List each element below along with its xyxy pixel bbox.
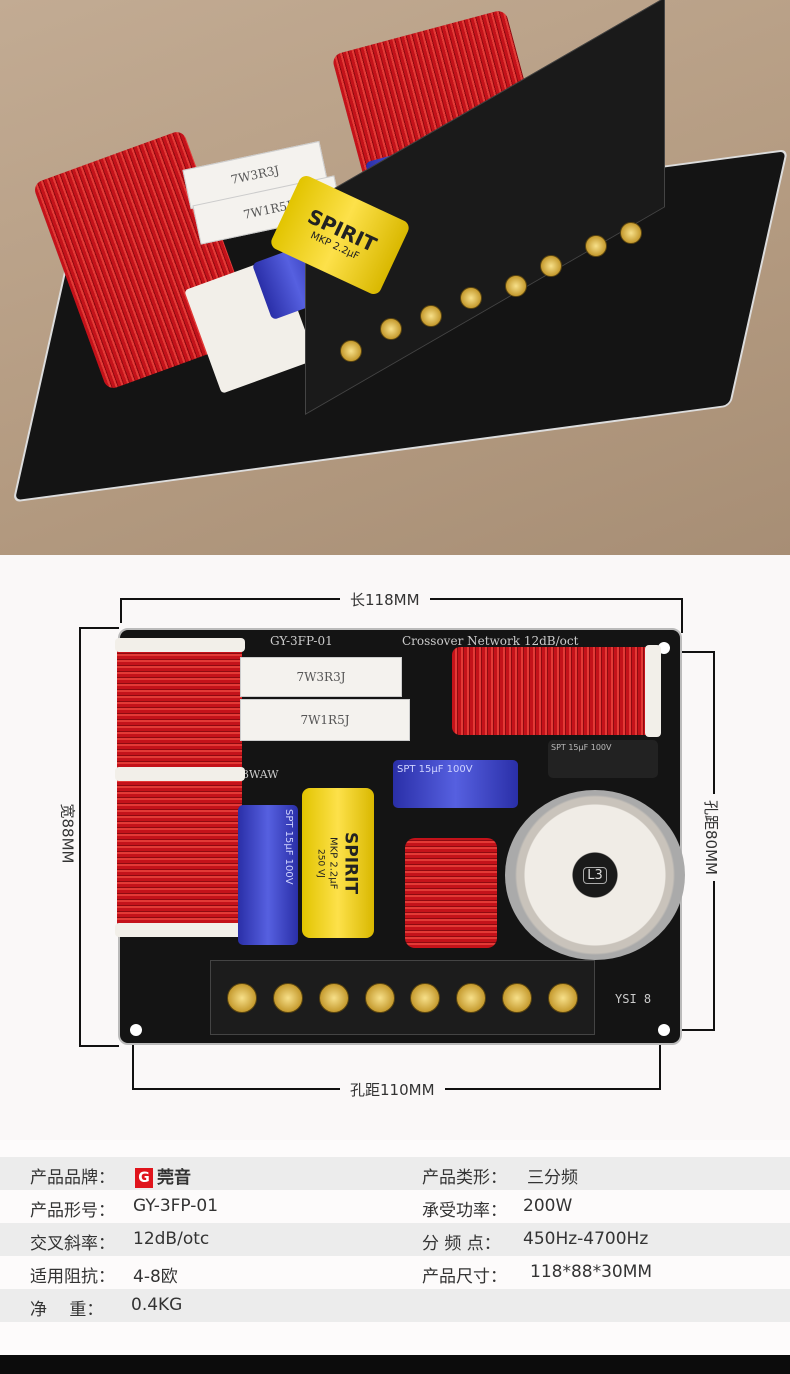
hole-h-label: 孔距110MM (340, 1079, 445, 1100)
dimension-diagram: 长118MM 宽88MM 孔距80MM 孔距110MM GY-3FP-01 Cr… (0, 555, 790, 1140)
spec-value: 118*88*30MM (530, 1262, 653, 1282)
small-coil (405, 838, 497, 948)
dim-tick (79, 1045, 119, 1047)
spec-value: 4-8欧 (133, 1267, 178, 1287)
spec-value: GY-3FP-01 (133, 1196, 219, 1216)
spec-row: 交叉斜率： 12dB/otc 分 频 点： 450Hz-4700Hz (0, 1223, 790, 1256)
dim-tick (668, 651, 715, 653)
dim-tick (132, 1045, 134, 1090)
round-coil: L3 (505, 790, 685, 960)
spec-value: 450Hz-4700Hz (523, 1229, 649, 1249)
pcb-title: Crossover Network 12dB/oct (402, 634, 579, 648)
coil-bobbin (115, 767, 245, 781)
mark-3waw: 3WAW (242, 768, 279, 781)
spec-label: 分 频 点： (422, 1234, 501, 1254)
screw-terminal (620, 222, 642, 244)
blue-capacitor: SPT 15μF 100V (393, 760, 518, 808)
resistor-2: 7W1R5J (240, 699, 410, 741)
resistor-1: 7W3R3J (240, 657, 402, 697)
width-dim-line (79, 627, 81, 1047)
dim-tick (659, 1045, 661, 1090)
small-capacitor: SPT 15μF 100V (548, 740, 658, 778)
spec-label: 产品类形： (422, 1168, 507, 1188)
screw-terminal (502, 982, 533, 1013)
screw-terminal (318, 982, 349, 1013)
pcb-model: GY-3FP-01 (270, 634, 333, 648)
spec-row: 净 重： 0.4KG (0, 1289, 790, 1322)
top-right-coil (452, 647, 657, 735)
brand-logo-icon: G (135, 1168, 153, 1188)
terminal-block (210, 960, 595, 1035)
mount-hole (658, 642, 670, 654)
dim-tick (681, 598, 683, 633)
blue-capacitor: SPT 15μF 100V (238, 805, 298, 945)
capacitor-voltage: 250 VJ (315, 848, 326, 878)
spec-value: 三分频 (527, 1168, 578, 1188)
spec-value: 莞音 (157, 1168, 191, 1188)
mount-hole (130, 1024, 142, 1036)
large-coil (117, 640, 242, 935)
dim-tick (79, 627, 119, 629)
screw-terminal (272, 982, 303, 1013)
coil-bobbin (645, 645, 661, 737)
screw-terminal (456, 982, 487, 1013)
spec-label: 适用阻抗： (30, 1267, 115, 1287)
coil-bobbin (115, 638, 245, 652)
capacitor-brand: SPIRIT (340, 831, 361, 895)
spec-value: 0.4KG (131, 1295, 183, 1315)
length-label: 长118MM (340, 589, 430, 610)
screw-terminal (380, 318, 402, 340)
screw-terminal (460, 287, 482, 309)
mount-hole (658, 1024, 670, 1036)
screw-terminal (420, 305, 442, 327)
screw-terminal (340, 340, 362, 362)
screw-terminal (548, 982, 579, 1013)
spec-label: 承受功率： (422, 1201, 507, 1221)
coil-bobbin (115, 923, 245, 937)
footer-bar (0, 1355, 790, 1374)
spec-label: 产品尺寸： (422, 1267, 507, 1287)
screw-terminal (585, 235, 607, 257)
spirit-capacitor: SPIRIT MKP 2.2μF 250 VJ (302, 788, 374, 938)
spec-value: 200W (523, 1196, 573, 1216)
spec-label: 交叉斜率： (30, 1234, 115, 1254)
board-mark: YSI 8 (615, 992, 652, 1006)
screw-terminal (226, 982, 257, 1013)
coil-label: L3 (583, 866, 607, 884)
product-photo: 7W3R3J 7W1R5J SPIRIT MKP 2.2μF (0, 0, 790, 555)
screw-terminal (410, 982, 441, 1013)
spec-label: 产品品牌： (30, 1168, 115, 1188)
screw-terminal (540, 255, 562, 277)
width-label: 宽88MM (57, 797, 79, 870)
screw-terminal (505, 275, 527, 297)
capacitor-spec: MKP 2.2μF (327, 836, 339, 890)
hole-v-label: 孔距80MM (700, 794, 722, 881)
spec-row: 适用阻抗： 4-8欧 产品尺寸： 118*88*30MM (0, 1256, 790, 1289)
dim-tick (668, 1029, 715, 1031)
spec-value: 12dB/otc (133, 1229, 210, 1249)
spec-label: 产品形号： (30, 1201, 115, 1221)
spec-row: 产品形号： GY-3FP-01 承受功率： 200W (0, 1190, 790, 1223)
screw-terminal (364, 982, 395, 1013)
dim-tick (120, 598, 122, 623)
spec-label: 净 重： (30, 1300, 104, 1320)
